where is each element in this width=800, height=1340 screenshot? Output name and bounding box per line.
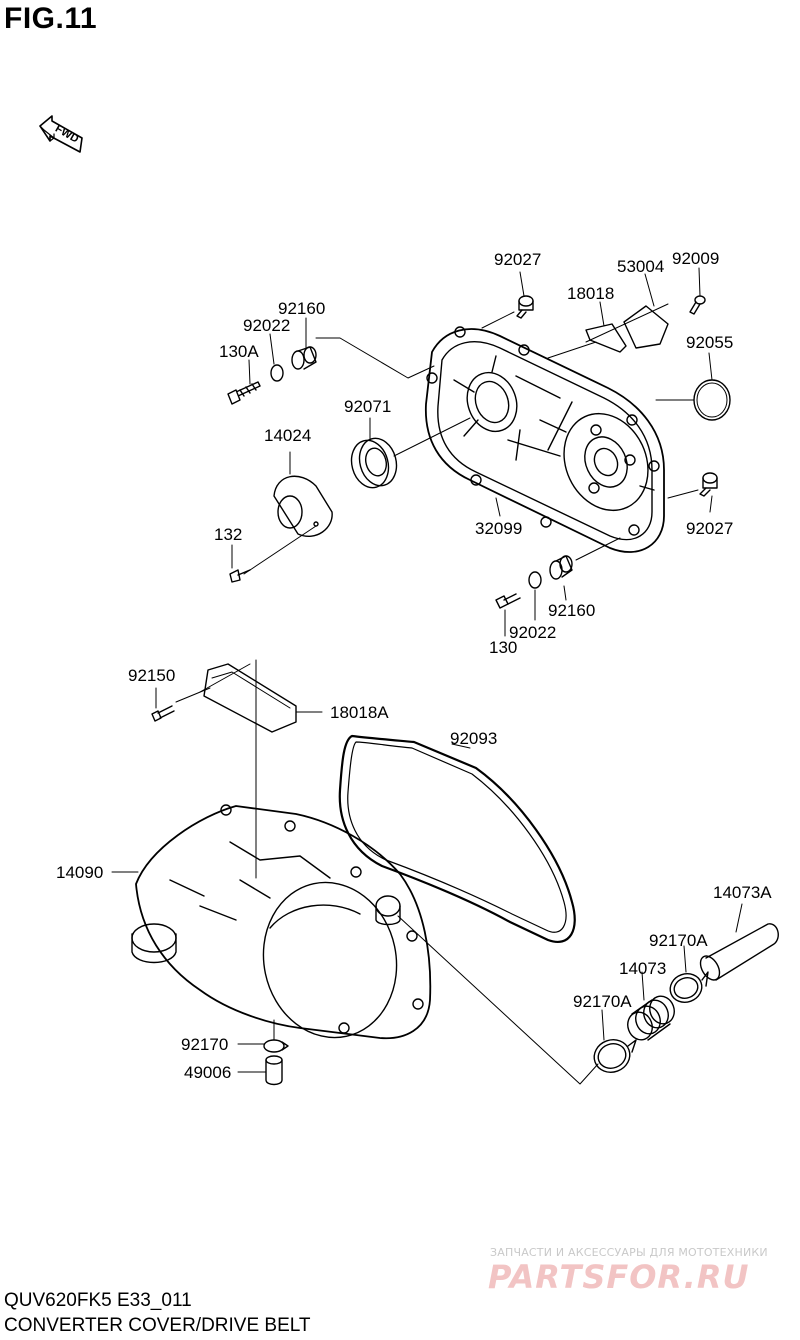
seal-92071-drawing [350, 437, 398, 489]
label-92150: 92150 [128, 666, 175, 685]
label-92170a-right: 92170A [649, 931, 708, 950]
label-92170a-left: 92170A [573, 992, 632, 1011]
label-130: 130 [489, 638, 517, 657]
clamp-92170a-upper-drawing [669, 971, 709, 1003]
o-ring-92055-drawing [693, 379, 731, 421]
fwd-arrow-icon [39, 115, 83, 153]
outer-cover-32099-drawing [425, 326, 665, 553]
washer-92022-top-drawing [270, 364, 284, 382]
figure-title: FIG.11 [4, 2, 98, 35]
washer-92022-bottom-drawing [528, 571, 542, 589]
watermark-tagline: ЗАПЧАСТИ И АКСЕССУАРЫ ДЛЯ МОТОТЕХНИКИ [490, 1246, 768, 1259]
label-18018a: 18018A [330, 703, 389, 722]
label-53004: 53004 [617, 257, 664, 276]
watermark-brand: PARTSFOR.RU [488, 1258, 750, 1296]
label-14073: 14073 [619, 959, 666, 978]
duct-14073a-drawing [699, 923, 779, 981]
label-14024: 14024 [264, 426, 311, 445]
clamp-92170-drawing [263, 1039, 289, 1053]
collar-92160-top-drawing [291, 346, 317, 370]
clamp-92170a-lower-drawing [593, 1039, 637, 1073]
duct-14073-drawing [627, 995, 675, 1041]
converter-case-14090-drawing [131, 804, 432, 1040]
label-32099: 32099 [475, 519, 522, 538]
collar-92160-bottom-drawing [549, 555, 573, 580]
screw-92009-drawing [689, 295, 706, 315]
label-92093: 92093 [450, 729, 497, 748]
label-92160-bottom: 92160 [548, 601, 595, 620]
label-14073a: 14073A [713, 883, 772, 902]
label-18018: 18018 [567, 284, 614, 303]
label-49006: 49006 [184, 1063, 231, 1082]
model-code: QUV620FK5 E33_011 [4, 1290, 192, 1311]
cap-49006-drawing [265, 1055, 283, 1086]
label-92071: 92071 [344, 397, 391, 416]
label-92022-top: 92022 [243, 316, 290, 335]
pin-92027-top-drawing [516, 295, 534, 319]
pin-92027-right-drawing [699, 472, 718, 497]
bracket-18018-drawing [585, 323, 627, 353]
plate-53004-drawing [623, 305, 669, 349]
label-130a: 130A [219, 342, 259, 361]
label-92009: 92009 [672, 249, 719, 268]
bolt-92150-drawing [151, 705, 175, 722]
figure-caption: CONVERTER COVER/DRIVE BELT [4, 1315, 311, 1336]
label-92027-top: 92027 [494, 250, 541, 269]
label-92027-right: 92027 [686, 519, 733, 538]
label-92022-bottom: 92022 [509, 623, 556, 642]
bolt-130a-drawing [227, 381, 261, 405]
label-132: 132 [214, 525, 242, 544]
bracket-18018a-drawing [203, 663, 297, 733]
label-14090: 14090 [56, 863, 103, 882]
label-92170: 92170 [181, 1035, 228, 1054]
cap-14024-drawing [273, 475, 333, 537]
label-92160-top: 92160 [278, 299, 325, 318]
drive-belt-92093-drawing [338, 734, 576, 943]
label-92055: 92055 [686, 333, 733, 352]
bolt-130-drawing [495, 593, 521, 609]
